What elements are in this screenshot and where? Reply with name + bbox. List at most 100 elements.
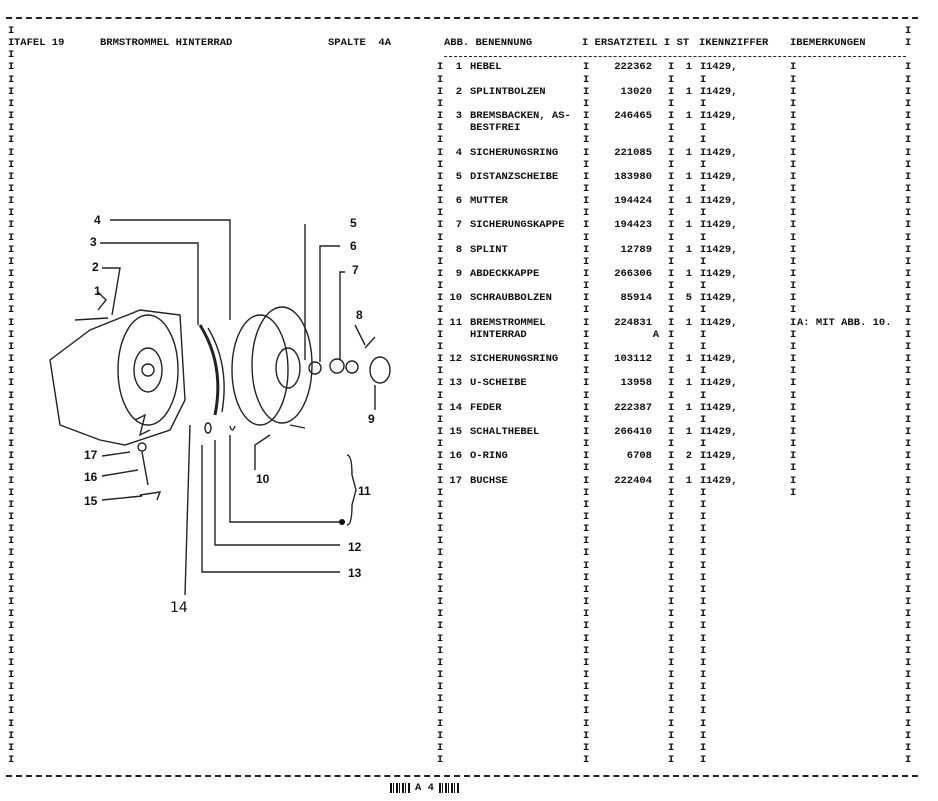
column-separator: I — [700, 535, 707, 548]
column-separator: I — [905, 316, 912, 329]
column-separator: I — [790, 353, 797, 366]
item-part-number: 221085 — [614, 146, 652, 159]
column-separator: I — [700, 754, 707, 766]
column-separator: I — [668, 754, 675, 766]
column-separator: I — [8, 656, 15, 669]
column-separator: I — [700, 693, 707, 706]
column-separator: I — [8, 316, 15, 329]
column-separator: I — [437, 316, 444, 329]
callout-17: 17 — [84, 448, 98, 462]
column-separator: I — [437, 717, 444, 730]
column-separator: I — [8, 219, 15, 232]
column-separator: I — [8, 754, 15, 766]
callout-5: 5 — [350, 216, 357, 230]
column-separator: I — [905, 365, 912, 378]
column-separator: I — [583, 280, 590, 293]
item-quantity: 1 — [685, 401, 692, 414]
item-abb-number: 13 — [449, 377, 462, 390]
item-quantity: 1 — [685, 195, 692, 208]
column-separator: I — [905, 328, 912, 341]
column-separator: I — [905, 97, 912, 110]
column-separator: I — [437, 413, 444, 426]
column-separator: I — [437, 328, 444, 341]
column-separator: I — [700, 511, 707, 523]
column-separator: I — [583, 316, 590, 329]
item-name: BREMSTROMMEL — [470, 316, 546, 329]
column-separator: I — [905, 741, 912, 754]
column-separator: I — [905, 571, 912, 584]
column-separator: I — [583, 146, 590, 159]
column-separator: I — [700, 596, 707, 609]
column-separator: I — [700, 170, 707, 183]
column-separator: I — [583, 85, 590, 98]
column-separator: I — [437, 462, 444, 475]
item-part-number: 194424 — [614, 195, 652, 208]
column-separator: I — [790, 61, 797, 74]
column-separator: I — [437, 620, 444, 633]
column-separator: I — [8, 681, 15, 694]
column-separator: I — [700, 462, 707, 475]
column-separator: I — [790, 316, 797, 329]
column-separator: I — [583, 292, 590, 305]
column-separator: I — [790, 255, 797, 268]
column-separator: I — [8, 85, 15, 98]
column-separator: I — [790, 122, 797, 135]
column-separator: I — [437, 754, 444, 766]
column-separator: I — [8, 243, 15, 256]
item-part-number: 12789 — [620, 243, 652, 256]
callout-6: 6 — [350, 239, 357, 253]
column-separator: I — [8, 207, 15, 220]
column-separator: I — [583, 656, 590, 669]
column-separator: I — [8, 462, 15, 475]
column-separator: I — [700, 219, 707, 232]
column-separator: I — [790, 365, 797, 378]
column-separator: I — [790, 377, 797, 390]
column-separator: I — [583, 389, 590, 402]
column-separator: I — [437, 377, 444, 390]
column-separator: I — [905, 85, 912, 98]
column-separator: I — [905, 353, 912, 366]
column-separator: I — [8, 474, 15, 487]
column-separator: I — [583, 705, 590, 718]
item-kennziffer: 1429, — [706, 195, 738, 208]
callout-7: 7 — [352, 263, 359, 277]
column-separator: I — [700, 559, 707, 572]
item-name: SICHERUNGSRING — [470, 353, 559, 366]
column-separator: I — [583, 681, 590, 694]
column-separator: I — [700, 73, 707, 86]
column-separator: I — [583, 243, 590, 256]
column-separator: I — [905, 231, 912, 244]
column-separator: I — [668, 656, 675, 669]
item-quantity: 1 — [685, 170, 692, 183]
column-separator: I — [583, 511, 590, 523]
column-separator: I — [8, 571, 15, 584]
column-separator: I — [790, 280, 797, 293]
item-part-number: 85914 — [620, 292, 652, 305]
column-separator: I — [905, 632, 912, 645]
column-separator: I — [905, 474, 912, 487]
column-separator: I — [583, 608, 590, 621]
column-separator: I — [700, 729, 707, 742]
column-separator: I — [700, 705, 707, 718]
column-separator: I — [8, 328, 15, 341]
column-separator: I — [437, 134, 444, 147]
column-separator: I — [668, 620, 675, 633]
item-quantity: 5 — [685, 292, 692, 305]
column-separator: I — [700, 656, 707, 669]
column-separator: I — [668, 705, 675, 718]
column-separator: I — [8, 644, 15, 657]
column-separator: I — [437, 656, 444, 669]
column-separator: I — [583, 729, 590, 742]
column-separator: I — [8, 195, 15, 208]
brake-drum-drawing — [49, 219, 391, 596]
callout-3: 3 — [90, 235, 97, 249]
column-separator: I — [583, 97, 590, 110]
